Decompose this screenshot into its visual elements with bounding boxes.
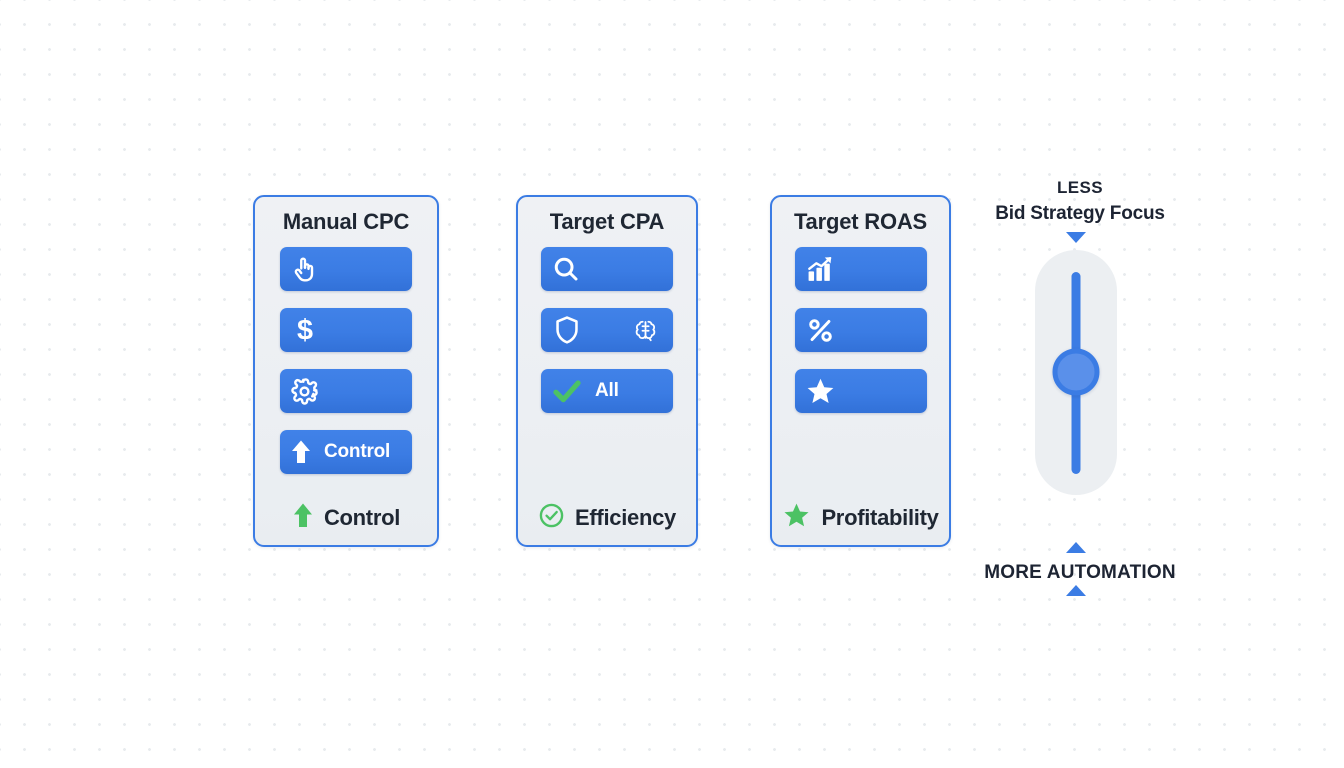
card-title: Manual CPC — [282, 209, 410, 234]
card-footer-label: Efficiency — [575, 505, 676, 530]
check-circle-icon — [538, 502, 565, 534]
strategy-card-target-roas[interactable]: Target ROAS — [770, 195, 951, 547]
chevron-up-icon-secondary — [1066, 585, 1086, 596]
slider-track-container[interactable] — [1035, 250, 1117, 495]
svg-text:$: $ — [297, 315, 313, 345]
slider-top-caption: LESS — [1056, 178, 1103, 197]
chevron-up-icon — [1066, 542, 1086, 553]
bid-strategy-focus-slider-group[interactable]: LESS Bid Strategy Focus MORE AUTOMATION — [960, 170, 1200, 600]
row-button-gear[interactable] — [280, 369, 412, 413]
arrow-up-icon — [292, 502, 314, 534]
hand-pointer-icon — [290, 254, 320, 284]
row-button-hand-pointer[interactable] — [280, 247, 412, 291]
row-button-all[interactable]: All — [541, 369, 673, 413]
strategy-card-target-cpa[interactable]: Target CPA — [516, 195, 698, 547]
card-row-list — [772, 247, 949, 430]
brain-icon — [632, 317, 659, 344]
row-button-dollar[interactable]: $ — [280, 308, 412, 352]
row-button-label: All — [595, 380, 619, 401]
dollar-sign-icon: $ — [290, 315, 320, 345]
card-footer: Efficiency — [518, 502, 696, 534]
chart-growth-icon — [805, 254, 836, 284]
search-icon — [551, 254, 581, 284]
row-button-shield-brain[interactable] — [541, 308, 673, 352]
check-icon — [551, 376, 583, 406]
row-button-percent[interactable] — [794, 308, 927, 352]
percent-icon — [805, 315, 836, 346]
shield-icon — [553, 315, 581, 345]
row-button-search[interactable] — [541, 247, 673, 291]
slider-thumb[interactable] — [1052, 348, 1100, 396]
card-row-list: $ Con — [255, 247, 437, 491]
star-icon — [782, 501, 811, 534]
card-footer: Profitability — [772, 501, 949, 534]
card-footer-label: Profitability — [821, 504, 939, 530]
row-button-label: Control — [324, 441, 391, 462]
card-footer-label: Control — [323, 505, 401, 530]
card-title: Target CPA — [549, 209, 665, 234]
card-footer: Control — [255, 502, 437, 534]
gear-icon — [290, 377, 319, 406]
card-title: Target ROAS — [793, 209, 928, 234]
row-button-star[interactable] — [794, 369, 927, 413]
slider-bottom-caption: MORE AUTOMATION — [984, 562, 1176, 583]
star-icon — [805, 376, 836, 406]
card-row-list: All — [518, 247, 696, 430]
chevron-down-icon — [1066, 232, 1086, 243]
row-button-chart-growth[interactable] — [794, 247, 927, 291]
slider-title: Bid Strategy Focus — [995, 203, 1165, 224]
row-button-control[interactable]: Control — [280, 430, 412, 474]
arrow-up-icon — [290, 439, 312, 465]
strategy-card-manual-cpc[interactable]: Manual CPC $ — [253, 195, 439, 547]
